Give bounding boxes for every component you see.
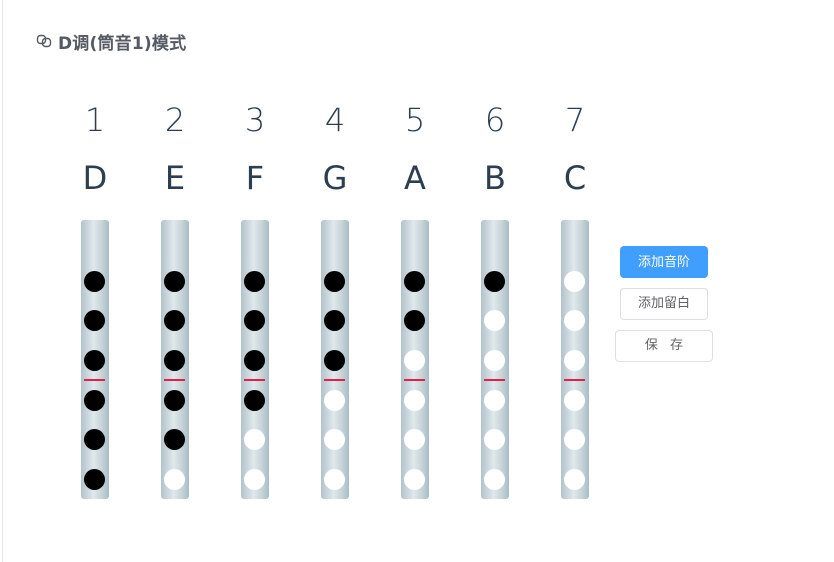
note-letter: G xyxy=(322,159,348,197)
open-hole[interactable] xyxy=(404,429,425,450)
closed-hole[interactable] xyxy=(84,390,105,411)
note-number: 4 xyxy=(324,101,346,139)
closed-hole[interactable] xyxy=(164,310,185,331)
note-number: 7 xyxy=(564,101,586,139)
open-hole[interactable] xyxy=(564,350,585,371)
note-number: 2 xyxy=(164,101,186,139)
open-hole[interactable] xyxy=(564,271,585,292)
open-hole[interactable] xyxy=(564,469,585,490)
note-letter: A xyxy=(404,159,426,197)
closed-hole[interactable] xyxy=(324,271,345,292)
hand-divider-line xyxy=(244,379,265,381)
closed-hole[interactable] xyxy=(164,390,185,411)
hand-divider-line xyxy=(84,379,105,381)
closed-hole[interactable] xyxy=(84,350,105,371)
add-rest-button[interactable]: 添加留白 xyxy=(620,288,708,320)
closed-hole[interactable] xyxy=(324,310,345,331)
open-hole[interactable] xyxy=(244,429,265,450)
closed-hole[interactable] xyxy=(84,271,105,292)
link-icon xyxy=(36,33,52,49)
open-hole[interactable] xyxy=(404,390,425,411)
note-number: 6 xyxy=(484,101,506,139)
open-hole[interactable] xyxy=(324,429,345,450)
note-number: 5 xyxy=(404,101,426,139)
closed-hole[interactable] xyxy=(324,350,345,371)
open-hole[interactable] xyxy=(484,429,505,450)
note-letter: D xyxy=(82,159,108,197)
page-header: D调(筒音1)模式 xyxy=(36,30,187,54)
add-scale-button[interactable]: 添加音阶 xyxy=(620,246,708,278)
closed-hole[interactable] xyxy=(484,271,505,292)
note-letter: F xyxy=(245,159,265,197)
flute-body xyxy=(81,220,109,499)
open-hole[interactable] xyxy=(564,429,585,450)
closed-hole[interactable] xyxy=(84,429,105,450)
closed-hole[interactable] xyxy=(404,310,425,331)
closed-hole[interactable] xyxy=(164,350,185,371)
flute-body xyxy=(481,220,509,499)
flute-body xyxy=(241,220,269,499)
closed-hole[interactable] xyxy=(244,350,265,371)
hand-divider-line xyxy=(484,379,505,381)
note-letter: B xyxy=(484,159,506,197)
hand-divider-line xyxy=(564,379,585,381)
closed-hole[interactable] xyxy=(244,390,265,411)
closed-hole[interactable] xyxy=(164,429,185,450)
closed-hole[interactable] xyxy=(404,271,425,292)
closed-hole[interactable] xyxy=(244,310,265,331)
open-hole[interactable] xyxy=(564,310,585,331)
open-hole[interactable] xyxy=(324,390,345,411)
open-hole[interactable] xyxy=(164,469,185,490)
note-number: 1 xyxy=(84,101,106,139)
hand-divider-line xyxy=(164,379,185,381)
closed-hole[interactable] xyxy=(164,271,185,292)
open-hole[interactable] xyxy=(324,469,345,490)
open-hole[interactable] xyxy=(564,390,585,411)
open-hole[interactable] xyxy=(244,469,265,490)
hand-divider-line xyxy=(404,379,425,381)
note-letter: C xyxy=(563,159,587,197)
open-hole[interactable] xyxy=(404,469,425,490)
open-hole[interactable] xyxy=(484,469,505,490)
flute-body xyxy=(401,220,429,499)
page-title: D调(筒音1)模式 xyxy=(58,33,187,54)
open-hole[interactable] xyxy=(484,350,505,371)
save-button[interactable]: 保 存 xyxy=(615,330,713,362)
note-number: 3 xyxy=(244,101,266,139)
note-letter: E xyxy=(164,159,186,197)
closed-hole[interactable] xyxy=(84,469,105,490)
flute-body xyxy=(161,220,189,499)
closed-hole[interactable] xyxy=(84,310,105,331)
open-hole[interactable] xyxy=(484,310,505,331)
hand-divider-line xyxy=(324,379,345,381)
open-hole[interactable] xyxy=(484,390,505,411)
flute-body xyxy=(321,220,349,499)
closed-hole[interactable] xyxy=(244,271,265,292)
flute-body xyxy=(561,220,589,499)
open-hole[interactable] xyxy=(404,350,425,371)
